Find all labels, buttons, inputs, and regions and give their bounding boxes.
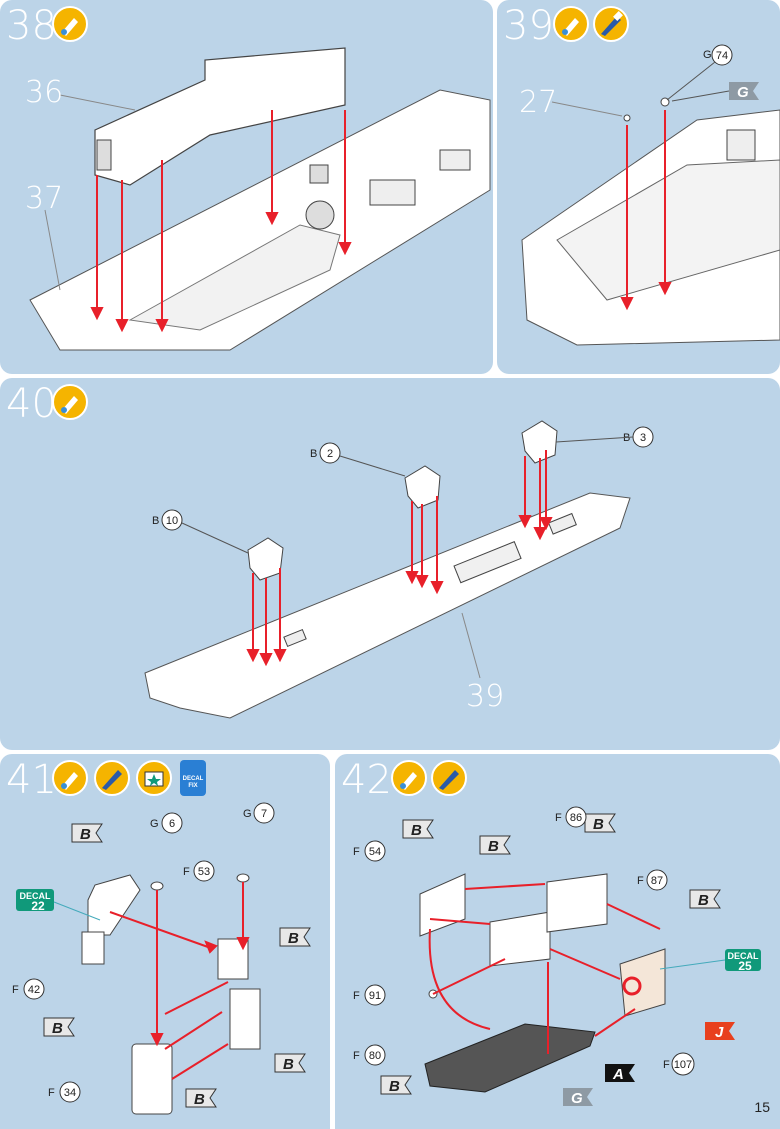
- part-number: 3: [640, 432, 646, 444]
- glue-icon: [52, 760, 88, 796]
- step-number: 42: [341, 757, 392, 803]
- part-number: 10: [166, 515, 178, 527]
- step-38-drawing: 36 37: [25, 47, 491, 351]
- part-number: 54: [369, 846, 381, 858]
- decal-fix-icon: DECAL FIX: [180, 760, 206, 796]
- part-number: 34: [64, 1087, 76, 1099]
- part-letter: B: [623, 432, 630, 444]
- part-number: 86: [570, 812, 582, 824]
- page-number: 15: [754, 1099, 770, 1115]
- glue-icon: [52, 384, 88, 420]
- part-letter: F: [637, 875, 644, 887]
- flag-letter: B: [411, 822, 422, 839]
- flag-letter: B: [80, 826, 91, 843]
- part-letter: F: [183, 866, 190, 878]
- step-number: 39: [503, 3, 554, 49]
- glue-icon: [553, 6, 589, 42]
- flag-letter: B: [593, 816, 604, 833]
- callout-37: 37: [25, 181, 63, 216]
- part-number: 2: [327, 448, 333, 460]
- step-40-drawing: B 2 B 3 B 10 39: [144, 420, 654, 719]
- decal-label: DECAL: [728, 951, 760, 961]
- part-letter: F: [353, 846, 360, 858]
- step-number: 40: [6, 381, 57, 427]
- part-letter: G: [703, 49, 712, 61]
- callout-39: 39: [466, 679, 504, 714]
- step-39-drawing: 27 G 74 G: [519, 44, 780, 346]
- flag-letter: B: [288, 930, 299, 947]
- part-letter: F: [48, 1087, 55, 1099]
- flag-letter: B: [389, 1078, 400, 1095]
- step-39-panel: 39 27 G 74 G: [497, 0, 780, 374]
- part-number: 53: [198, 866, 210, 878]
- flag-letter: J: [715, 1024, 724, 1041]
- part-letter: G: [243, 808, 252, 820]
- flag-b-group: B B B B B: [43, 823, 311, 1108]
- flag-letter: B: [194, 1091, 205, 1108]
- part-letter: F: [12, 984, 19, 996]
- flag-letter: A: [612, 1066, 624, 1083]
- part-letter: G: [150, 818, 159, 830]
- part-letter: F: [663, 1059, 670, 1071]
- part-letter: F: [353, 990, 360, 1002]
- flag-letter: B: [698, 892, 709, 909]
- decal-number: 25: [738, 959, 752, 973]
- step-40-panel: 40 B 2 B 3 B 1: [0, 378, 780, 750]
- part-number: 91: [369, 990, 381, 1002]
- callout-36: 36: [25, 75, 63, 110]
- paint-icon: [593, 6, 629, 42]
- step-number: 41: [6, 757, 57, 803]
- decal-fix-label: DECAL FIX: [182, 776, 204, 789]
- decal-number: 22: [31, 899, 45, 913]
- flag-letter: B: [283, 1056, 294, 1073]
- part-number: 80: [369, 1050, 381, 1062]
- step-41-panel: 41 DECAL FIX B B: [0, 754, 330, 1129]
- callout-27: 27: [519, 85, 557, 120]
- flag-letter: G: [571, 1090, 583, 1107]
- part-number: 42: [28, 984, 40, 996]
- part-letter: F: [353, 1050, 360, 1062]
- step-38-panel: 38 36 37: [0, 0, 493, 374]
- step-42-drawing: B B B B B J A G DECAL 25 F 54 F 86 F 87 …: [353, 806, 761, 1107]
- part-letter: B: [310, 448, 317, 460]
- part-number: 107: [674, 1059, 692, 1071]
- paint-icon: [94, 760, 130, 796]
- step-42-panel: 42 B B B B B: [335, 754, 780, 1129]
- part-letter: F: [555, 812, 562, 824]
- decal-icon: [136, 760, 172, 796]
- step-41-drawing: B B B B B DECAL 22 G 6 G 7 F 53 F 42 F 3…: [12, 802, 311, 1115]
- step-number: 38: [6, 3, 57, 49]
- paint-icon: [431, 760, 467, 796]
- flag-letter: B: [488, 838, 499, 855]
- flag-letter: B: [52, 1020, 63, 1037]
- part-letter: B: [152, 515, 159, 527]
- glue-icon: [52, 6, 88, 42]
- part-number: 87: [651, 875, 663, 887]
- part-number: 7: [261, 808, 267, 820]
- decal-label: DECAL: [20, 891, 52, 901]
- glue-icon: [391, 760, 427, 796]
- part-number: 6: [169, 818, 175, 830]
- part-number: 74: [716, 50, 728, 62]
- flag-letter: G: [737, 84, 749, 101]
